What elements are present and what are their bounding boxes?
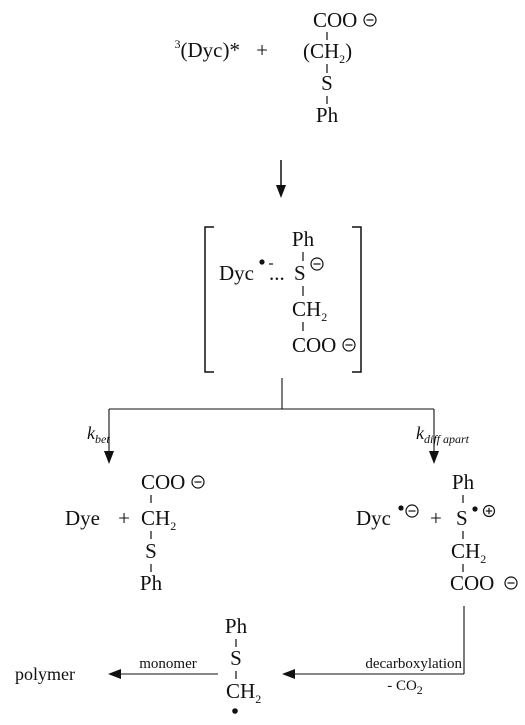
radical-ion-pair-complex: Ph Dyc ... S CH2 COO [204, 226, 362, 373]
negative-charge-icon [504, 576, 518, 590]
reactants: 3(Dyc)* + COO (CH2) S Ph [175, 8, 377, 127]
phenylthioacetate: COO (CH2) S Ph [303, 8, 377, 127]
product-plus: + [118, 506, 130, 530]
negative-charge-icon [191, 475, 205, 489]
k-diff-apart-label: kdiff apart [416, 423, 470, 446]
branch-arrows [104, 378, 439, 464]
reactant-plus: + [256, 38, 268, 62]
carboxylate-label: COO [141, 470, 185, 494]
decarboxylation-arrow [282, 606, 465, 679]
negative-charge-icon [342, 338, 356, 352]
charge-icon [310, 257, 324, 271]
phenyl-label: Ph [225, 614, 248, 638]
radical-dot [259, 259, 265, 265]
sulfur-radical-cation: S [456, 506, 468, 530]
arrow-head [108, 669, 121, 679]
decarboxylation-label: decarboxylation [365, 656, 462, 672]
methylene-label: CH2 [226, 679, 261, 706]
radical-dot [232, 708, 238, 714]
polymer-label: polymer [15, 664, 75, 684]
co2-loss-label: - CO2 [387, 678, 423, 697]
sulfur-label: S [321, 71, 333, 95]
radical-dot [398, 505, 404, 511]
polymerization-arrow [108, 669, 218, 679]
monomer-label: monomer [139, 656, 197, 672]
dye-radical-anion: Dyc [356, 506, 391, 530]
phenylthiomethyl-radical: Ph S CH2 [225, 614, 261, 714]
right-bracket [352, 226, 362, 373]
negative-charge-icon [405, 504, 419, 518]
product-plus: + [430, 506, 442, 530]
dye-radical-anion: Dyc [219, 261, 254, 285]
phenyl-label: Ph [452, 470, 475, 494]
back-electron-transfer-products: Dye + COO CH2 S Ph [65, 470, 205, 595]
methylene-label: (CH2) [303, 39, 352, 66]
sulfur-label: S [230, 646, 242, 670]
arrow-head [104, 451, 114, 464]
arrow-head [429, 451, 439, 464]
phenyl-label: Ph [316, 103, 339, 127]
arrow-to-complex [276, 160, 286, 198]
dye-label: Dye [65, 506, 100, 530]
carboxylate-label: COO [450, 571, 494, 595]
association-dots: ... [269, 261, 285, 285]
arrow-head [282, 669, 295, 679]
triplet-dye: 3(Dyc)* [175, 37, 240, 62]
sulfur-label: S [145, 539, 157, 563]
complex-sulfur-label: S [294, 261, 306, 285]
phenyl-label: Ph [140, 571, 163, 595]
free-radical-ions: Dyc + Ph S CH2 COO [356, 470, 518, 595]
complex-methylene-label: CH2 [292, 297, 327, 324]
carboxylate-label: COO [313, 8, 357, 32]
radical-dot [472, 506, 478, 512]
complex-phenyl-label: Ph [292, 227, 315, 251]
k-bet-label: kbet [87, 423, 110, 446]
methylene-label: CH2 [141, 506, 176, 533]
complex-carboxylate-label: COO [292, 333, 336, 357]
positive-charge-icon [482, 504, 496, 518]
left-bracket [204, 226, 214, 373]
methylene-label: CH2 [451, 539, 486, 566]
negative-charge-icon [363, 13, 377, 27]
